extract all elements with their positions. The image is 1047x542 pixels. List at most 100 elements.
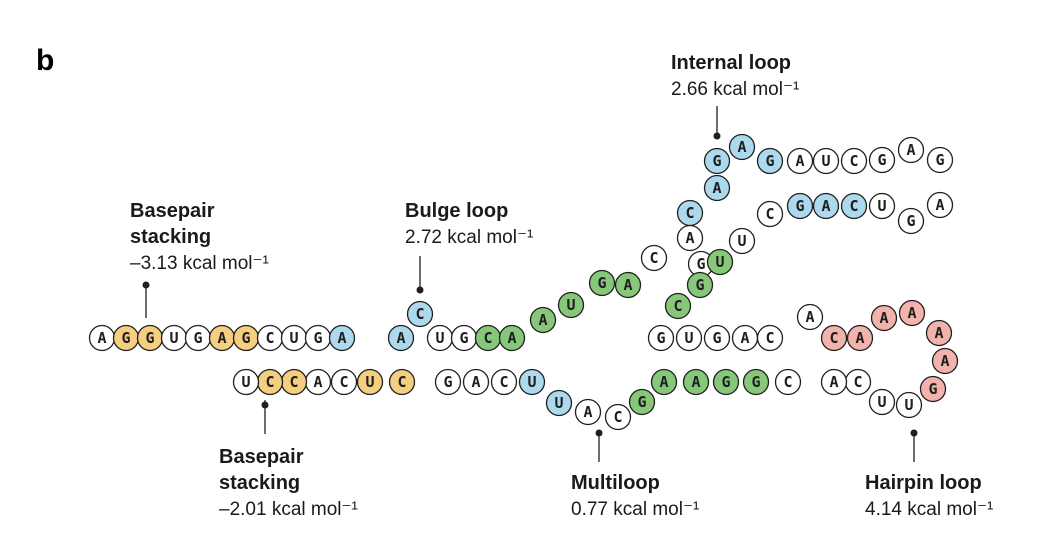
nucleotide-circle xyxy=(925,319,953,347)
nucleotide-circle xyxy=(529,306,557,334)
nucleotide-circle xyxy=(895,391,923,419)
nucleotide-a: A xyxy=(820,368,848,396)
nucleotide-circle xyxy=(897,136,925,164)
nucleotide-letter: U xyxy=(365,373,374,391)
nucleotide-circle xyxy=(742,368,770,396)
nucleotide-letter: C xyxy=(265,329,274,347)
nucleotide-circle xyxy=(703,174,731,202)
nucleotide-letter: G xyxy=(928,380,937,398)
nucleotide-letter: G xyxy=(935,151,944,169)
nucleotide-circle xyxy=(676,199,704,227)
nucleotide-g: G xyxy=(703,324,731,352)
nucleotide-c: C xyxy=(406,300,434,328)
nucleotide-a: A xyxy=(925,319,953,347)
nucleotide-circle xyxy=(664,292,692,320)
nucleotide-circle xyxy=(628,388,656,416)
nucleotide-u: U xyxy=(706,248,734,276)
nucleotide-letter: G xyxy=(637,393,646,411)
bulge-title: Bulge loop xyxy=(405,200,508,222)
nucleotide-g: G xyxy=(647,324,675,352)
nucleotide-letter: U xyxy=(904,396,913,414)
nucleotide-a: A xyxy=(650,368,678,396)
nucleotide-g: G xyxy=(184,324,212,352)
nucleotide-circle xyxy=(706,248,734,276)
nucleotide-a: A xyxy=(728,133,756,161)
nucleotide-circle xyxy=(786,147,814,175)
nucleotide-letter: C xyxy=(649,249,658,267)
nucleotide-c: C xyxy=(820,324,848,352)
nucleotide-circle xyxy=(786,192,814,220)
nucleotide-circle xyxy=(703,147,731,175)
nucleotide-a: A xyxy=(498,324,526,352)
nucleotide-g: G xyxy=(897,207,925,235)
stack2-value: –2.01 kcal mol⁻¹ xyxy=(219,499,358,520)
nucleotide-letter: C xyxy=(685,204,694,222)
nucleotide-circle xyxy=(919,375,947,403)
nucleotide-letter: A xyxy=(507,329,516,347)
nucleotide-circle xyxy=(232,368,260,396)
nucleotide-letter: A xyxy=(396,329,405,347)
annotation-multiloop: Multiloop 0.77 kcal mol⁻¹ xyxy=(571,429,699,520)
nucleotide-letter: C xyxy=(483,329,492,347)
nucleotide-circle xyxy=(870,304,898,332)
nucleotide-g: G xyxy=(703,147,731,175)
nucleotide-circle xyxy=(518,368,546,396)
nucleotide-a: A xyxy=(387,324,415,352)
nucleotide-letter: A xyxy=(623,276,632,294)
nucleotide-letter: G xyxy=(721,373,730,391)
nucleotide-a: A xyxy=(304,368,332,396)
nucleotide-c: C xyxy=(490,368,518,396)
nucleotide-u: U xyxy=(728,227,756,255)
multiloop-value: 0.77 kcal mol⁻¹ xyxy=(571,499,699,520)
stack2-title-line2: stacking xyxy=(219,472,300,494)
nucleotide-circle xyxy=(490,368,518,396)
nucleotide-a: A xyxy=(462,368,490,396)
nucleotide-letter: A xyxy=(879,309,888,327)
nucleotide-u: U xyxy=(868,388,896,416)
nucleotide-a: A xyxy=(731,324,759,352)
nucleotide-letter: A xyxy=(740,329,749,347)
nucleotide-c: C xyxy=(640,244,668,272)
nucleotide-c: C xyxy=(330,368,358,396)
internal-leader-dot xyxy=(713,132,721,140)
stack1-value: –3.13 kcal mol⁻¹ xyxy=(130,253,269,274)
nucleotide-letter: A xyxy=(737,138,746,156)
internal-value: 2.66 kcal mol⁻¹ xyxy=(671,79,799,100)
nucleotide-letter: A xyxy=(906,141,915,159)
nucleotide-circle xyxy=(557,291,585,319)
nucleotide-u: U xyxy=(895,391,923,419)
nucleotide-letter: A xyxy=(217,329,226,347)
nucleotide-a: A xyxy=(812,192,840,220)
nucleotide-letter: G xyxy=(906,212,915,230)
stack2-leader-dot xyxy=(261,401,269,409)
nucleotide-circle xyxy=(650,368,678,396)
nucleotide-circle xyxy=(796,303,824,331)
nucleotide-c: C xyxy=(844,368,872,396)
nucleotide-circle xyxy=(756,147,784,175)
nucleotide-g: G xyxy=(919,375,947,403)
nucleotide-letter: U xyxy=(877,393,886,411)
nucleotide-circle xyxy=(897,207,925,235)
nucleotide-circle xyxy=(686,271,714,299)
nucleotide-circle xyxy=(640,244,668,272)
stack2-title-line1: Basepair xyxy=(219,446,304,468)
nucleotide-circle xyxy=(774,368,802,396)
nucleotide-circle xyxy=(868,146,896,174)
nucleotide-a: A xyxy=(786,147,814,175)
nucleotide-u: U xyxy=(868,192,896,220)
nucleotide-circle xyxy=(712,368,740,396)
nucleotide-g: G xyxy=(786,192,814,220)
nucleotide-letter: C xyxy=(415,305,424,323)
nucleotide-letter: U xyxy=(877,197,886,215)
nucleotide-circle xyxy=(647,324,675,352)
nucleotide-letter: C xyxy=(499,373,508,391)
nucleotide-letter: C xyxy=(765,205,774,223)
nucleotide-letter: A xyxy=(829,373,838,391)
nucleotide-a: A xyxy=(574,398,602,426)
nucleotide-letter: C xyxy=(397,373,406,391)
nucleotide-u: U xyxy=(160,324,188,352)
nucleotide-a: A xyxy=(926,191,954,219)
nucleotide-g: G xyxy=(686,271,714,299)
nucleotide-letter: U xyxy=(289,329,298,347)
nucleotide-circle xyxy=(926,146,954,174)
